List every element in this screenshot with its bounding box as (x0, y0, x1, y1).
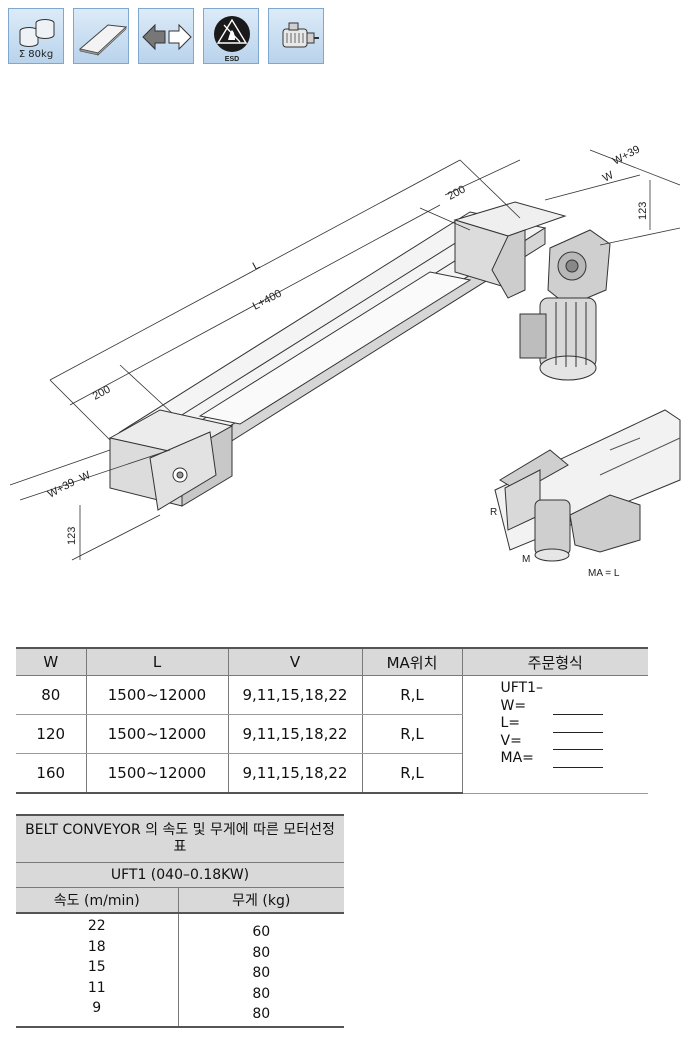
list-item: 60 (252, 924, 271, 940)
cell-w: 120 (16, 714, 87, 754)
list-item: 22 (87, 918, 106, 934)
cell-ma: R,L (361, 714, 462, 754)
list-item: 9 (92, 1000, 102, 1016)
order-field-l: L= (500, 715, 521, 731)
order-field-ma: MA= (500, 750, 534, 766)
order-blank-l (552, 721, 603, 733)
table-row: 80 1500~12000 9,11,15,18,22 R,L UFT1– W=… (16, 675, 648, 794)
col-header-ma: MA위치 (361, 647, 463, 676)
motor-selection-table: BELT CONVEYOR 의 속도 및 무게에 따른 모터선정표 UFT1 (… (16, 814, 344, 1029)
order-blank-w (552, 703, 603, 715)
order-format-cell: UFT1– W= L= V= MA= (461, 675, 648, 794)
inset-r-label: R (490, 507, 497, 518)
motor-table-model: UFT1 (040–0.18KW) (16, 862, 344, 888)
table-row: 160 1500~12000 9,11,15,18,22 R,L (16, 753, 648, 794)
cell-ma: R,L (361, 675, 463, 715)
list-item: 80 (252, 944, 271, 961)
conveyor-body (108, 201, 611, 511)
dimension-lines (9, 149, 681, 561)
order-field-v: V= (500, 732, 522, 749)
list-item: 15 (87, 959, 106, 975)
esd-label: ESD (225, 56, 239, 63)
cell-l: 1500~12000 (85, 753, 229, 794)
spec-table: W L V MA위치 주문형식 80 1500~12000 9,11,15,18… (16, 647, 648, 794)
dim-200-left-label: 200 (91, 383, 113, 402)
list-item: 18 (87, 938, 106, 955)
dim-123-left-label: 123 (66, 527, 78, 545)
order-model: UFT1– (500, 680, 544, 696)
dim-123-right-label: 123 (637, 202, 649, 220)
col-header-l: L (85, 647, 229, 676)
dim-l-label: L (251, 259, 262, 272)
speed-values: 22 18 15 11 9 (16, 913, 179, 1028)
cell-l: 1500~12000 (85, 675, 229, 715)
order-field-w: W= (500, 697, 527, 714)
cell-ma: R,L (361, 753, 462, 794)
order-blank-v (552, 738, 603, 750)
conveyor-technical-drawing: L L+400 200 200 W W+39 123 W W+39 123 R … (9, 143, 681, 579)
weight-capacity-icon: Σ 80kg (8, 8, 64, 64)
list-item: 80 (252, 1006, 271, 1022)
dim-w-left-label: W (78, 469, 93, 485)
list-item: 80 (252, 985, 271, 1002)
col-header-order: 주문형식 (461, 647, 648, 676)
motor-icon (268, 8, 324, 64)
cell-w: 160 (16, 753, 87, 794)
col-header-weight: 무게 (kg) (178, 887, 344, 914)
weight-capacity-label: Σ 80kg (18, 49, 54, 60)
feature-icon-strip: Σ 80kg ESD (8, 8, 324, 64)
motor-table-bottom-rule (16, 1025, 344, 1029)
dim-l400-label: L+400 (251, 288, 284, 313)
list-item: 11 (87, 979, 106, 996)
cell-w: 80 (16, 675, 87, 715)
order-blank-ma (552, 756, 603, 768)
list-item: 80 (252, 965, 271, 981)
flat-belt-icon (73, 8, 129, 64)
table-row: 120 1500~12000 9,11,15,18,22 R,L (16, 714, 648, 754)
inset-ma-label: MA = L (588, 568, 620, 579)
inset-detail-drawing (494, 409, 681, 562)
spec-table-header: W L V MA위치 주문형식 (16, 647, 648, 676)
cell-v: 9,11,15,18,22 (227, 753, 363, 794)
col-header-v: V (227, 647, 363, 676)
esd-icon: ESD (203, 8, 259, 64)
col-header-speed: 속도 (m/min) (16, 887, 179, 914)
cell-v: 9,11,15,18,22 (227, 675, 363, 715)
inset-m-label: M (522, 554, 530, 565)
cell-v: 9,11,15,18,22 (227, 714, 363, 754)
bidirectional-arrows-icon (138, 8, 194, 64)
weight-values: 60 80 80 80 80 (178, 913, 344, 1028)
col-header-w: W (16, 647, 87, 676)
motor-table-title: BELT CONVEYOR 의 속도 및 무게에 따른 모터선정표 (16, 814, 344, 863)
dim-w39-left-label: W+39 (46, 476, 77, 500)
cell-l: 1500~12000 (85, 714, 229, 754)
